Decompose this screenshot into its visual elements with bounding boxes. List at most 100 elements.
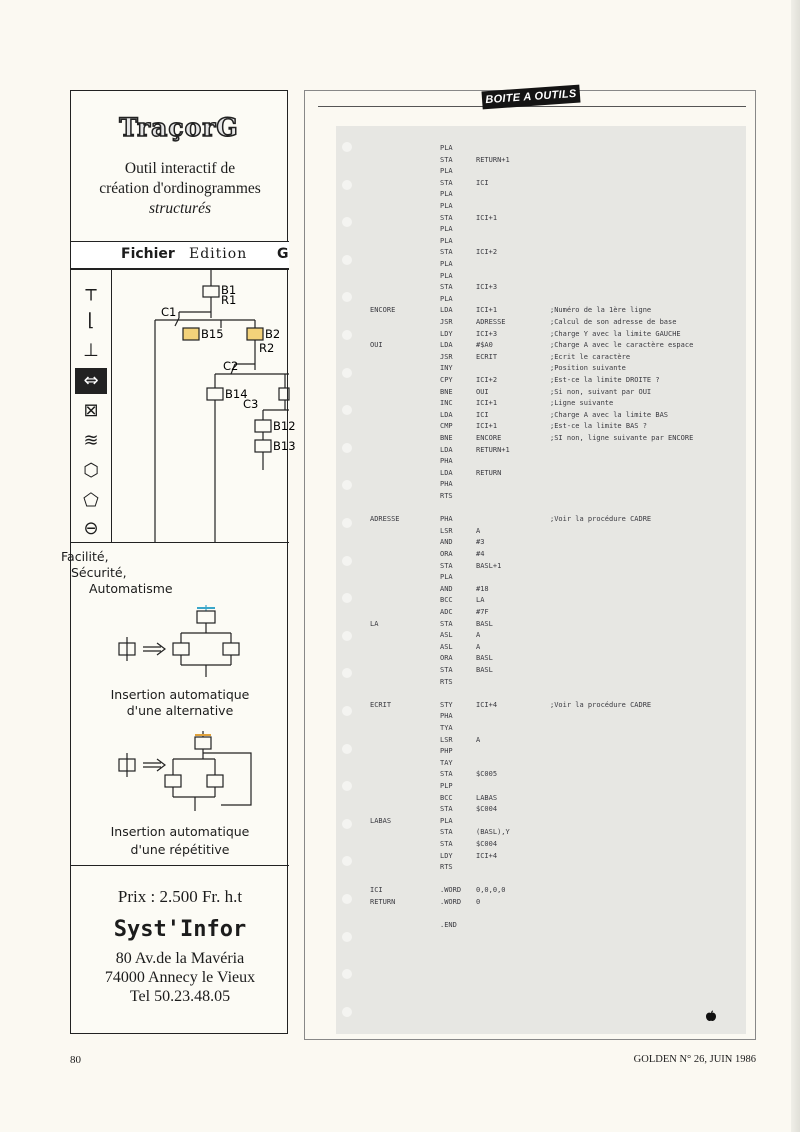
- code-opcode: LDA: [440, 341, 453, 350]
- code-opcode: RTS: [440, 677, 453, 686]
- tractor-hole: [342, 442, 352, 453]
- code-label: ECRIT: [370, 700, 392, 709]
- code-opcode: PHA: [440, 515, 453, 524]
- code-opcode: PLA: [440, 144, 453, 152]
- code-opcode: JSR: [440, 318, 453, 326]
- code-opcode: ASL: [440, 631, 453, 640]
- code-opcode: PLA: [440, 190, 453, 199]
- code-opcode: STA: [440, 155, 453, 164]
- code-opcode: CMP: [440, 422, 453, 431]
- label-c3: C3: [243, 397, 258, 411]
- code-opcode: ORA: [440, 654, 453, 663]
- code-operand: ICI+4: [476, 851, 498, 860]
- code-operand: ICI+1: [476, 213, 498, 222]
- code-operand: RETURN+1: [476, 155, 510, 164]
- apple-logo-icon: [706, 1010, 716, 1021]
- branch-tool-icon: ⌊: [87, 310, 95, 331]
- code-comment: ;Si non, suivant par OUI: [550, 387, 652, 396]
- tractor-hole: [342, 142, 352, 152]
- ad-address: 80 Av.de la Mavéria 74000 Annecy le Vieu…: [104, 950, 256, 1005]
- code-label: LABAS: [370, 816, 392, 825]
- code-opcode: .END: [440, 921, 457, 930]
- code-opcode: PLA: [440, 260, 453, 268]
- label-r1: R1: [221, 293, 236, 307]
- code-opcode: LDY: [440, 329, 453, 338]
- tractor-hole: [342, 367, 352, 378]
- code-opcode: LDA: [440, 410, 453, 419]
- code-opcode: RTS: [440, 863, 453, 872]
- code-operand: A: [476, 526, 481, 535]
- code-operand: ICI+1: [476, 399, 498, 408]
- code-opcode: .WORD: [440, 886, 462, 895]
- code-opcode: ADC: [440, 608, 453, 616]
- code-label: RETURN: [370, 898, 396, 906]
- tractor-hole: [342, 518, 352, 528]
- code-comment: ;Charge A avec le caractère espace: [550, 341, 694, 350]
- code-comment: ;Numéro de la 1ère ligne: [550, 306, 652, 315]
- code-operand: ICI: [476, 410, 489, 419]
- code-opcode: LSR: [440, 735, 453, 744]
- mac-menubar: Fichier Edition G: [71, 242, 289, 270]
- tractor-hole: [342, 292, 352, 303]
- code-comment: ;Charge A avec la limite BAS: [550, 410, 669, 419]
- code-opcode: .WORD: [440, 898, 462, 906]
- code-opcode: PHA: [440, 712, 453, 721]
- tractor-hole: [342, 555, 352, 566]
- code-operand: ICI+1: [476, 422, 498, 431]
- code-operand: ECRIT: [476, 352, 498, 361]
- insert-repetitive-caption: Insertion automatique d'une répétitive: [110, 824, 250, 857]
- code-opcode: BNE: [440, 387, 453, 396]
- code-comment: ;Est-ce la limite DROITE ?: [550, 376, 660, 384]
- tractor-hole: [342, 480, 352, 491]
- label-b12: B12: [273, 419, 296, 433]
- tractor-hole: [342, 405, 352, 416]
- code-opcode: STA: [440, 828, 453, 837]
- code-comment: ;Est-ce la limite BAS ?: [550, 422, 647, 431]
- code-operand: $C005: [476, 770, 498, 779]
- code-operand: BASL: [476, 666, 493, 674]
- code-comment: ;Charge Y avec la limite GAUCHE: [550, 329, 681, 338]
- ad-brand: Syst'Infor: [113, 917, 247, 942]
- code-operand: RETURN: [476, 468, 502, 477]
- code-comment: ;Voir la procédure CADRE: [550, 700, 652, 709]
- code-label: LA: [370, 619, 379, 628]
- tractor-hole: [342, 593, 352, 604]
- code-operand: ICI+2: [476, 376, 498, 384]
- code-opcode: AND: [440, 538, 453, 547]
- code-operand: OUI: [476, 387, 489, 396]
- exit-tool-icon: ⬠: [83, 490, 99, 511]
- code-opcode: TAY: [440, 758, 453, 767]
- repetitive-diagram: [118, 731, 252, 811]
- page-edge: [791, 0, 800, 1132]
- tractor-hole: [342, 706, 352, 716]
- code-operand: $C004: [476, 805, 498, 814]
- code-opcode: RTS: [440, 492, 453, 500]
- code-operand: ICI+3: [476, 283, 498, 292]
- page-number: 80: [70, 1054, 81, 1066]
- code-operand: ADRESSE: [476, 318, 506, 326]
- section-rule: [318, 106, 746, 107]
- code-opcode: PLA: [440, 573, 453, 582]
- code-operand: #4: [476, 550, 485, 558]
- label-c2: C2: [223, 359, 238, 373]
- insert-tool-icon: ⊥: [83, 340, 99, 361]
- code-opcode: LDA: [440, 445, 453, 454]
- code-operand: ICI+1: [476, 306, 498, 315]
- label-b2: B2: [265, 327, 280, 341]
- code-operand: BASL+1: [476, 561, 502, 570]
- code-comment: ;Voir la procédure CADRE: [550, 515, 652, 524]
- code-operand: $C004: [476, 840, 498, 848]
- code-opcode: STA: [440, 805, 453, 814]
- tractor-hole: [342, 330, 352, 340]
- loop-tool-icon: ⬡: [83, 460, 99, 481]
- code-comment: ;SI non, ligne suivante par ENCORE: [550, 434, 694, 442]
- menu-g: G: [277, 246, 289, 262]
- code-operand: 0: [476, 898, 481, 906]
- code-comment: ;Ligne suivante: [550, 399, 614, 408]
- ad-price: Prix : 2.500 Fr. h.t: [117, 887, 243, 906]
- tractor-hole: [342, 818, 352, 829]
- flowchart-drawing: B1 R1 C1 B15 B2 R2 C2 B14 C3 B12 B13: [154, 270, 296, 542]
- sequence-tool-icon: ┬: [85, 280, 97, 301]
- tracorg-logo: TraçorG: [118, 112, 239, 143]
- code-opcode: PLA: [440, 225, 453, 234]
